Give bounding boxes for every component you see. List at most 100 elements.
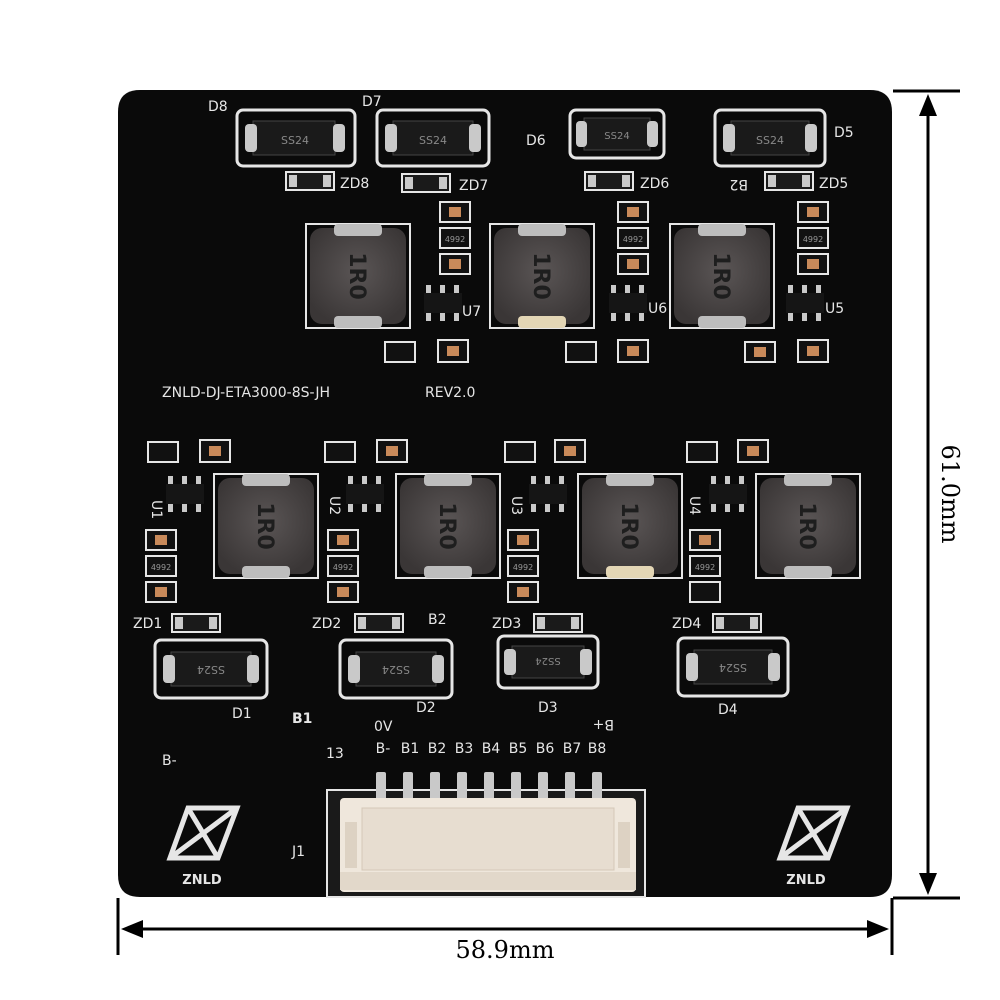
inductor: 1R0 [669,223,775,329]
label-u2: U2 [326,496,342,515]
label-b2-mirrored: B2 [729,176,748,192]
height-label: 61.0mm [936,445,964,544]
bottom-diode-row: SS24 SS24 SS24 SS24 [153,634,790,700]
pin-label: B- [376,741,391,757]
ic-u7 [424,285,462,321]
resistor-mark: 4992 [151,563,171,572]
pin-label: B7 [563,741,582,757]
inductor: 1R0 [395,473,501,579]
pin-label: B2 [428,741,447,757]
connector-pin-labels: B- B1 B2 B3 B4 B5 B6 B7 B8 [376,741,607,757]
inductor-mark: 1R0 [344,252,369,300]
width-label: 58.9mm [456,936,555,964]
bottom-resistor-stacks: 4992 4992 4992 4992 [145,529,721,603]
label-d6: D6 [526,133,546,149]
diode-mark: SS24 [197,663,225,676]
top-cap-row [384,339,829,363]
label-d5: D5 [834,125,854,141]
label-zd3: ZD3 [492,616,521,632]
inductor-mark: 1R0 [434,502,459,550]
label-b1-side: B1 [292,711,312,727]
dimension-width: 58.9mm [116,898,894,964]
label-b2: B2 [428,612,447,628]
resistor-mark: 4992 [333,563,353,572]
diode-mark: SS24 [604,131,629,142]
board-name: ZNLD-DJ-ETA3000-8S-JH [162,385,330,401]
diode-d7: SS24 [375,108,491,168]
inductor: 1R0 [305,223,411,329]
dimension-height: 61.0mm [893,89,964,900]
label-0v: 0V [374,719,393,735]
inductor: 1R0 [755,473,861,579]
label-zd2: ZD2 [312,616,341,632]
diode-mark: SS24 [756,134,784,147]
inductor: 1R0 [489,223,595,329]
top-ic-row [424,285,824,321]
label-d8: D8 [208,99,228,115]
diode-mark: SS24 [419,134,447,147]
label-d4: D4 [718,702,738,718]
label-zd6: ZD6 [640,176,669,192]
top-diode-row: SS24 SS24 SS24 SS24 [235,108,827,168]
diode-mark: SS24 [281,134,309,147]
label-zd1: ZD1 [133,616,162,632]
bottom-zener-row [171,613,762,633]
label-d1: D1 [232,706,252,722]
diode-d5: SS24 [713,108,827,168]
pin-label: B1 [401,741,420,757]
resistor-mark: 4992 [445,235,465,244]
inductor-mark: 1R0 [528,252,553,300]
label-u7: U7 [462,304,481,320]
top-resistor-stacks: 4992 4992 4992 [439,201,829,275]
label-pin-count: 13 [326,746,344,762]
diode-d1: SS24 [153,638,269,700]
diode-d3: SS24 [496,634,600,690]
logo-text: ZNLD [182,873,222,888]
top-inductor-row: 1R0 1R0 1R0 [305,223,775,329]
diode-d8: SS24 [235,108,357,168]
pin-label: B3 [455,741,474,757]
pin-label: B4 [482,741,501,757]
diode-d4: SS24 [676,636,790,698]
resistor-mark: 4992 [803,235,823,244]
znld-logo-left: ZNLD [166,805,241,888]
inductor-mark: 1R0 [708,252,733,300]
diode-mark: SS24 [535,655,560,666]
label-u5: U5 [825,301,844,317]
connector-j1 [326,772,646,898]
label-zd7: ZD7 [459,178,488,194]
pin-label: B8 [588,741,607,757]
label-b-minus: B- [162,753,177,769]
label-u4: U4 [686,496,702,515]
inductor: 1R0 [577,473,683,579]
top-zener-row [285,171,814,193]
inductor: 1R0 [213,473,319,579]
bottom-inductor-row: 1R0 1R0 1R0 1R0 [213,473,861,579]
resistor-mark: 4992 [623,235,643,244]
pin-label: B6 [536,741,555,757]
diode-d6: SS24 [568,108,666,160]
label-d2: D2 [416,700,436,716]
label-d3: D3 [538,700,558,716]
inductor-mark: 1R0 [616,502,641,550]
label-zd8: ZD8 [340,176,369,192]
znld-logo-right: ZNLD [776,805,851,888]
bottom-cap-row [147,439,769,463]
label-u1: U1 [148,500,164,519]
bottom-ic-row [166,476,747,512]
label-zd5: ZD5 [819,176,848,192]
label-u6: U6 [648,301,667,317]
label-zd4: ZD4 [672,616,701,632]
board-revision: REV2.0 [425,385,475,401]
label-b-plus: B+ [593,716,614,732]
diode-mark: SS24 [719,661,747,674]
diode-mark: SS24 [382,663,410,676]
ic-u6 [609,285,647,321]
inductor-mark: 1R0 [252,502,277,550]
label-j1: J1 [291,844,305,860]
logo-text: ZNLD [786,873,826,888]
resistor-mark: 4992 [513,563,533,572]
resistor-mark: 4992 [695,563,715,572]
diode-d2: SS24 [338,638,454,700]
